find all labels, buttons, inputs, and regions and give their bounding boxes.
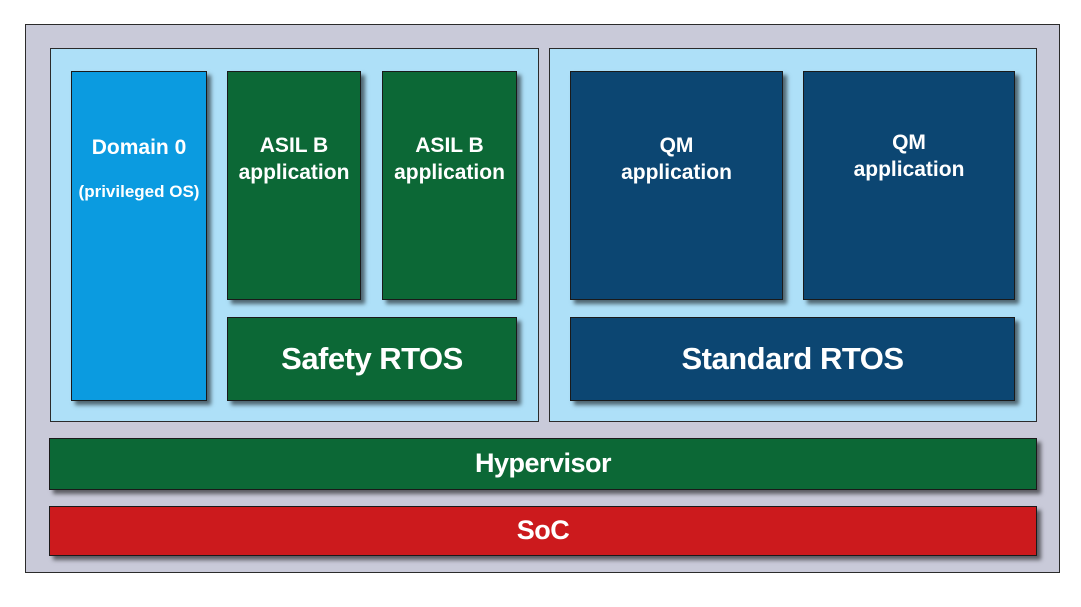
domain0-box: Domain 0 (privileged OS)	[71, 71, 207, 401]
qm-application-box: QM application	[570, 71, 783, 300]
qm-app-label-line1: QM	[659, 134, 694, 157]
qm-app-label-line2: application	[621, 161, 732, 185]
standard-rtos-label: Standard RTOS	[681, 340, 904, 376]
asil-app-label-line1: ASIL B	[259, 134, 329, 157]
standard-rtos-box: Standard RTOS	[570, 317, 1015, 401]
safety-rtos-box: Safety RTOS	[227, 317, 517, 401]
domain0-title: Domain 0	[91, 136, 187, 159]
asil-app-label-line1: ASIL B	[415, 134, 484, 157]
asil-b-application-box: ASIL B application	[227, 71, 361, 300]
hypervisor-bar: Hypervisor	[49, 438, 1037, 490]
asil-app-label-line2: application	[238, 161, 350, 185]
qm-app-label-line1: QM	[892, 131, 926, 154]
qm-app-label-line2: application	[853, 158, 965, 182]
soc-label: SoC	[516, 515, 570, 546]
asil-app-label-line2: application	[394, 161, 505, 185]
asil-b-application-box: ASIL B application	[382, 71, 517, 300]
qm-application-box: QM application	[803, 71, 1015, 300]
safety-rtos-label: Safety RTOS	[281, 340, 463, 376]
domain0-subtitle: (privileged OS)	[78, 182, 200, 202]
hypervisor-label: Hypervisor	[474, 448, 612, 479]
soc-bar: SoC	[49, 506, 1037, 556]
